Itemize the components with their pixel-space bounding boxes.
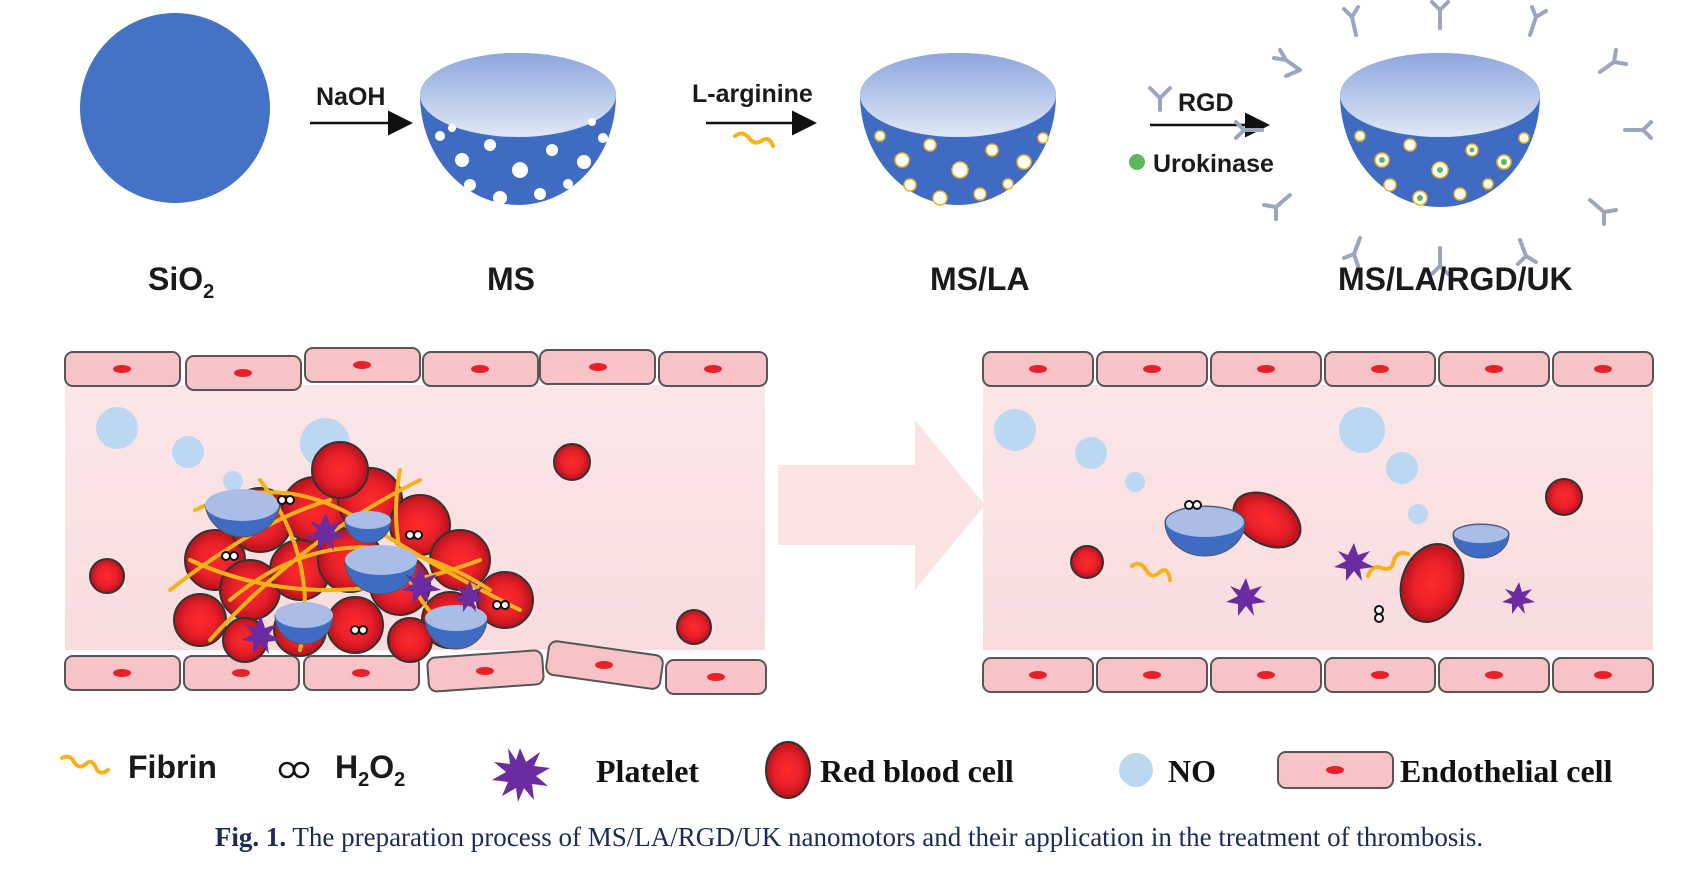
no-icon <box>1119 753 1153 787</box>
legend-endothelial: Endothelial cell <box>1400 753 1613 789</box>
ms-la-rgd-uk-bowl <box>1234 0 1653 276</box>
endothelial-row-top-right <box>982 351 1654 387</box>
urokinase-icon <box>1129 154 1145 170</box>
sio2-sphere <box>80 13 270 203</box>
vessel-treated <box>982 351 1654 693</box>
arrow-larginine-label: L-arginine <box>692 80 813 108</box>
arrow-urokinase-label: Urokinase <box>1153 150 1274 178</box>
legend-rbc: Red blood cell <box>820 753 1014 789</box>
rgd-icon <box>1148 86 1172 112</box>
legend-fibrin: Fibrin <box>128 749 217 785</box>
figure-caption: Fig. 1. The preparation process of MS/LA… <box>0 822 1698 853</box>
endothelial-row-bottom-right <box>982 657 1654 693</box>
platelet-icon <box>492 748 550 802</box>
label-ms-la: MS/LA <box>930 261 1030 297</box>
arrow-rgd-label: RGD <box>1178 89 1234 117</box>
caption-label: Fig. 1. <box>214 822 287 852</box>
larginine-icon <box>733 131 775 148</box>
legend: Fibrin H2O2 Platelet Red blood cell NO E… <box>60 741 1613 802</box>
ms-la-bowl <box>860 53 1056 206</box>
fibrin-icon <box>60 754 110 775</box>
label-ms: MS <box>487 261 535 297</box>
legend-h2o2: H2O2 <box>335 749 405 791</box>
vessel-thrombus <box>64 347 768 695</box>
legend-no: NO <box>1168 753 1216 789</box>
caption-text: The preparation process of MS/LA/RGD/UK … <box>286 822 1484 852</box>
label-ms-la-rgd-uk: MS/LA/RGD/UK <box>1338 261 1573 297</box>
label-sio2: SiO2 <box>148 261 214 303</box>
transition-arrow <box>778 420 985 590</box>
arrow-naoh-label: NaOH <box>316 83 385 111</box>
legend-platelet: Platelet <box>596 753 699 789</box>
rbc-icon <box>765 741 811 799</box>
endothelial-row-top-left <box>64 347 768 391</box>
ms-bowl <box>420 53 616 205</box>
thrombus-clot <box>168 441 534 663</box>
h2o2-icon <box>278 761 310 779</box>
